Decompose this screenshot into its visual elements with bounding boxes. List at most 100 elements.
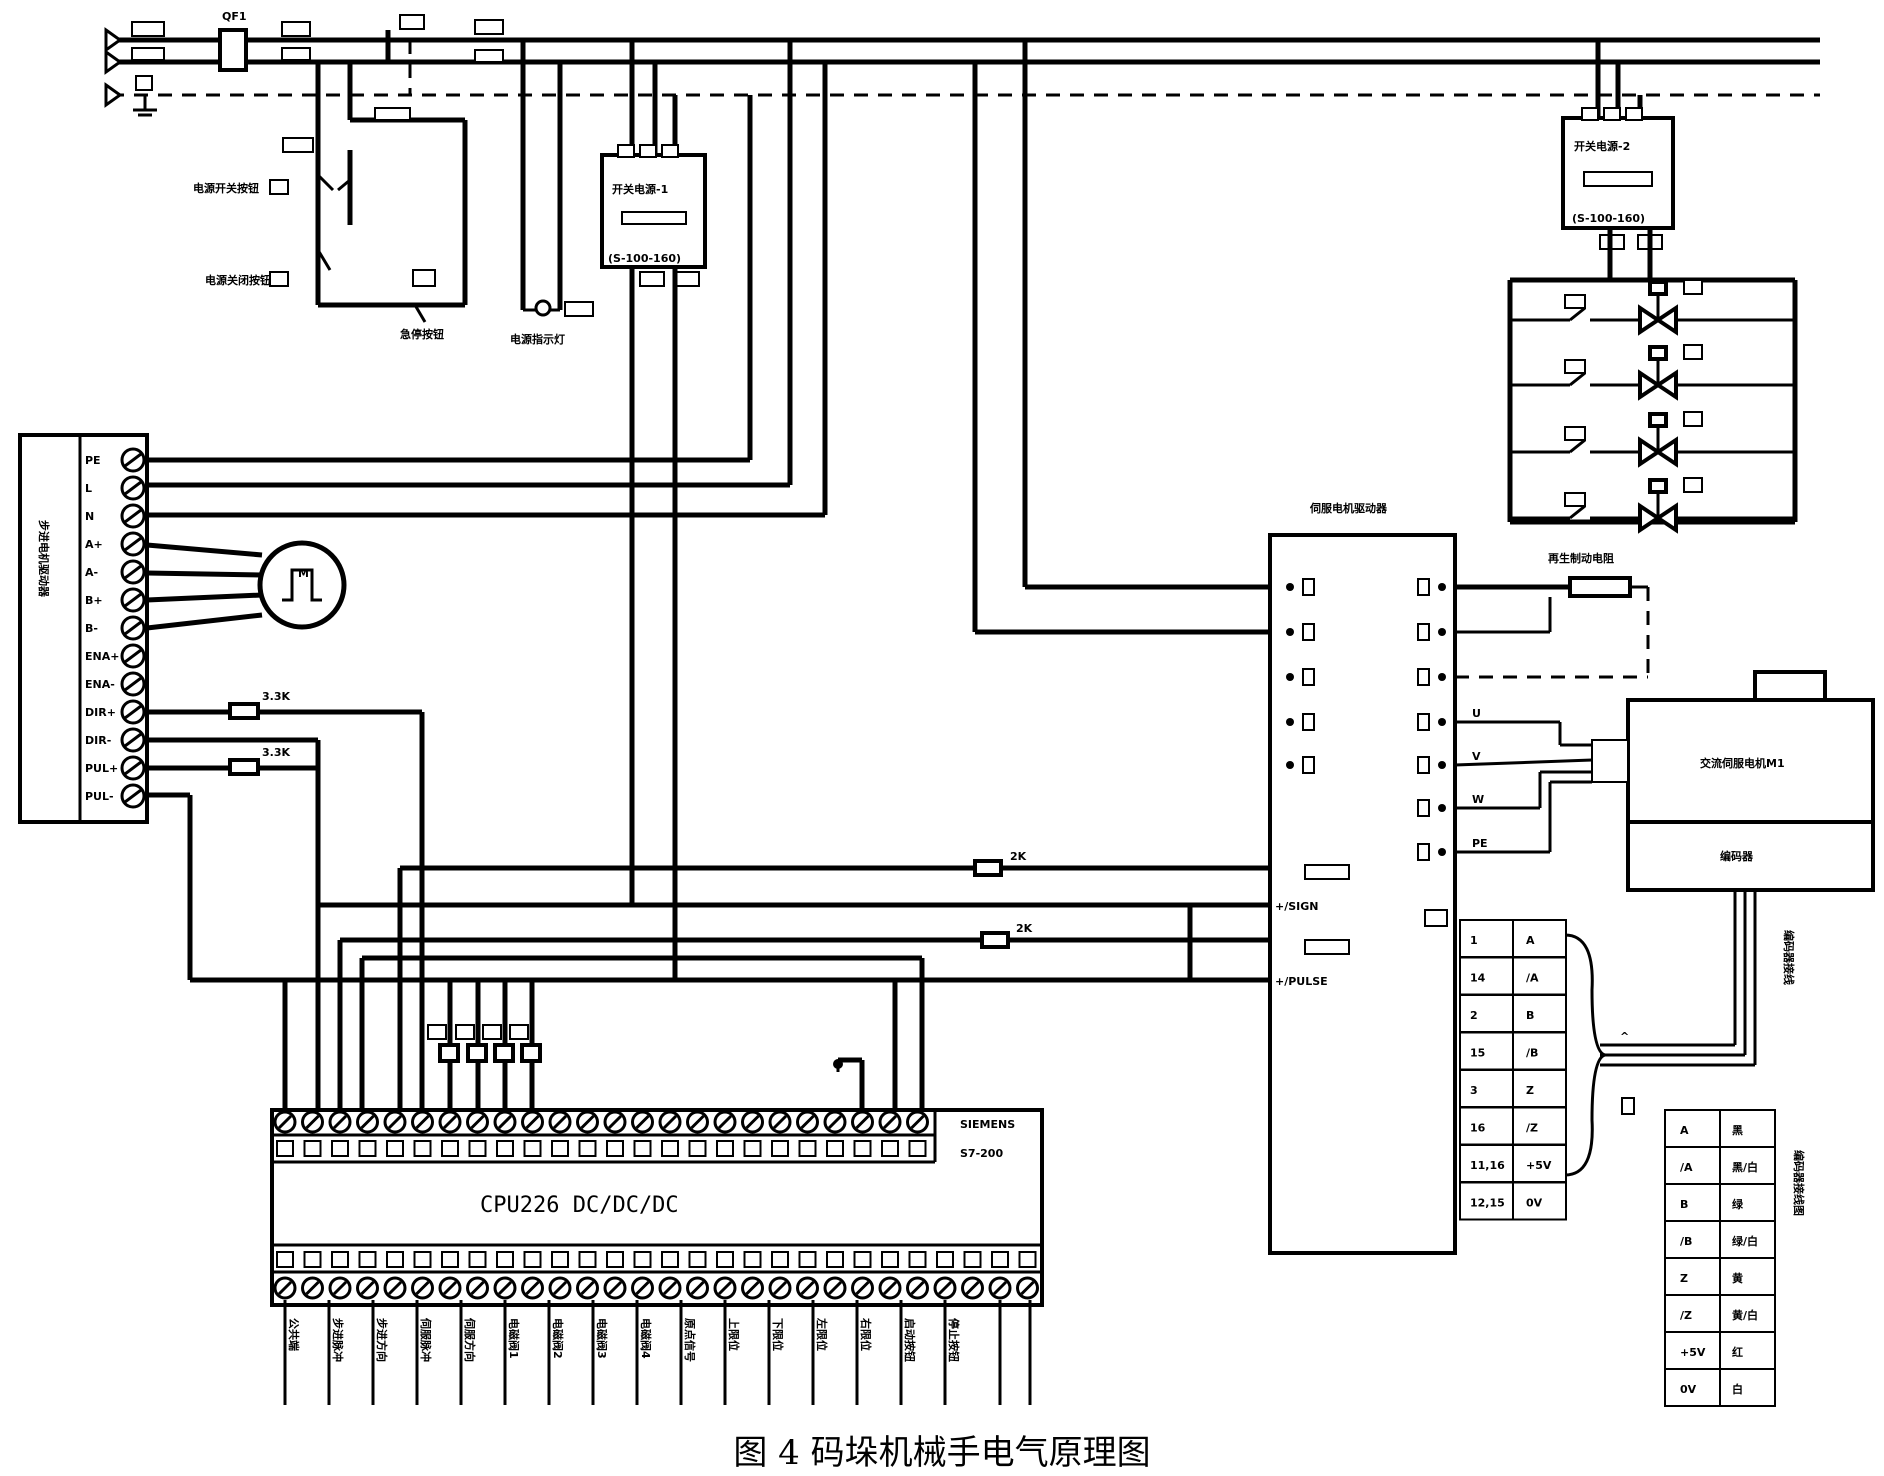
brake-resistor: 再生制动电阻	[1455, 551, 1650, 679]
plc-bottom-led	[331, 1251, 349, 1268]
servo-motor: 交流伺服电机M1 编码器 U V W PE 编码器接线 ^	[1454, 670, 1875, 1177]
stepper-terminal: A-	[85, 559, 146, 585]
plc-output-label: 上限位	[727, 1318, 741, 1351]
resistor-4-label: 2K	[1016, 922, 1033, 935]
encoder-colour-signal: Z	[1680, 1272, 1688, 1285]
figure-caption: 图 4 码垛机械手电气原理图	[733, 1433, 1151, 1473]
supply-runs	[747, 40, 1295, 635]
servo-left-terminal	[1302, 668, 1315, 686]
plc-top-led	[606, 1140, 624, 1157]
stepper-signal-wires: 3.3K 3.3K	[147, 690, 425, 1110]
stepper-driver: 步进电机驱动器 PELNA+A-B+B-ENA+ENA-DIR+DIR-PUL+…	[18, 433, 149, 824]
stepper-terminal-label: PUL+	[85, 762, 118, 775]
servo-driver-title: 伺服电机驱动器	[1309, 501, 1388, 515]
plc-top-led	[633, 1140, 652, 1157]
encoder-pin-number: 15	[1470, 1047, 1485, 1060]
encoder-colour-wire: 黄	[1732, 1271, 1743, 1285]
plc-bottom-led	[661, 1251, 679, 1268]
power-off-label: 电源关闭按钮	[205, 273, 271, 287]
stepper-motor: M	[146, 540, 347, 631]
encoder-colour-wire: 黑	[1732, 1124, 1743, 1137]
servo-w: W	[1472, 793, 1484, 806]
plc-bottom-led	[991, 1251, 1009, 1268]
resistor-2-label: 3.3K	[262, 746, 290, 759]
psu2-title: 开关电源-2	[1574, 139, 1630, 153]
plc-top-led	[881, 1140, 899, 1157]
encoder-pin-signal: /A	[1526, 972, 1539, 985]
plc-top-led	[523, 1140, 542, 1157]
encoder-pin-signal: 0V	[1526, 1197, 1543, 1210]
plc-top-led	[551, 1140, 569, 1157]
stepper-terminal-label: B-	[85, 622, 98, 635]
stepper-terminal-label: A-	[85, 566, 98, 579]
plc-top-led	[908, 1140, 927, 1157]
plc-top-led	[331, 1140, 349, 1157]
plc-output-label: 公共端	[287, 1318, 301, 1351]
plc-output-label: 停止按钮	[947, 1318, 961, 1362]
servo-driver: 伺服电机驱动器 +/SIGN +/PULSE	[1268, 501, 1457, 1255]
servo-u: U	[1472, 707, 1481, 720]
encoder-pin-signal: B	[1526, 1009, 1534, 1022]
plc-output-label: 下限位	[771, 1318, 785, 1351]
plc-top-led	[468, 1140, 487, 1157]
plc-output-label: 伺服脉冲	[419, 1317, 433, 1362]
plc-bottom-led	[633, 1251, 652, 1268]
plc-output-label: 电磁阀1	[507, 1318, 521, 1359]
servo-right-terminal	[1417, 578, 1430, 596]
stepper-terminal-label: DIR-	[85, 734, 111, 747]
encoder-pin-number: 11,16	[1470, 1159, 1505, 1172]
plc-top-led	[661, 1140, 679, 1157]
encoder-colour-signal: /A	[1680, 1161, 1693, 1174]
solenoid-valves	[1510, 279, 1795, 534]
power-on-label: 电源开关按钮	[193, 181, 259, 195]
stepper-terminal-label: N	[85, 510, 94, 523]
plc-output-label: 电磁阀4	[639, 1318, 653, 1359]
plc-bottom-led	[963, 1251, 982, 1268]
encoder-pin-number: 12,15	[1470, 1197, 1505, 1210]
stepper-terminal: N	[85, 503, 146, 529]
encoder-pin-signal: /Z	[1526, 1122, 1538, 1135]
servo-right-terminal	[1417, 668, 1430, 686]
plc-bottom-terminals	[273, 1251, 1039, 1300]
servo-right-terminal	[1417, 713, 1430, 731]
encoder-wiring-label: 编码器接线	[1782, 930, 1796, 985]
plc-top-led	[853, 1140, 872, 1157]
encoder-pin-signal: Z	[1526, 1084, 1534, 1097]
plc-series: S7-200	[960, 1147, 1003, 1160]
stepper-terminal: DIR+	[85, 699, 146, 725]
stepper-terminal: B+	[85, 587, 146, 613]
plc-top-led	[688, 1140, 707, 1157]
servo-left-terminal	[1302, 756, 1315, 774]
plc-bottom-led	[276, 1251, 294, 1268]
plc-bottom-led	[881, 1251, 899, 1268]
plc-bottom-led	[468, 1251, 487, 1268]
encoder-colour-signal: /B	[1680, 1235, 1692, 1248]
servo-pe: PE	[1472, 837, 1488, 850]
plc-top-led	[441, 1140, 459, 1157]
plc-output-label: 右限位	[859, 1317, 873, 1351]
bracket-arrow-up: ^	[1620, 1030, 1629, 1043]
plc-bottom-led	[798, 1251, 817, 1268]
plc-bottom-led	[496, 1251, 514, 1268]
encoder-colour-wire: 红	[1732, 1345, 1743, 1359]
plc-output-label: 步进方向	[375, 1318, 389, 1362]
plc-bottom-led	[908, 1251, 927, 1268]
plc-output-label: 左限位	[815, 1317, 829, 1351]
plc-top-led	[496, 1140, 514, 1157]
servo-left-terminal	[1302, 578, 1315, 596]
plc-bottom-led	[578, 1251, 597, 1268]
plc-tag: SIEMENS	[960, 1118, 1015, 1131]
plc-output-label: 原点信号	[683, 1318, 697, 1362]
encoder-pin-signal: A	[1526, 934, 1535, 947]
plc-top-terminals	[273, 1110, 929, 1157]
plc-top-led	[358, 1140, 377, 1157]
plc-output-label: 步进脉冲	[331, 1318, 345, 1362]
estop-label: 急停按钮	[400, 327, 444, 341]
plc-wiring: 2K 2K	[190, 850, 1295, 1110]
stepper-terminal-label: ENA+	[85, 650, 119, 663]
encoder-pin-signal: +5V	[1526, 1159, 1552, 1172]
plc-bottom-led	[386, 1251, 404, 1268]
encoder-pin-number: 1	[1470, 934, 1478, 947]
